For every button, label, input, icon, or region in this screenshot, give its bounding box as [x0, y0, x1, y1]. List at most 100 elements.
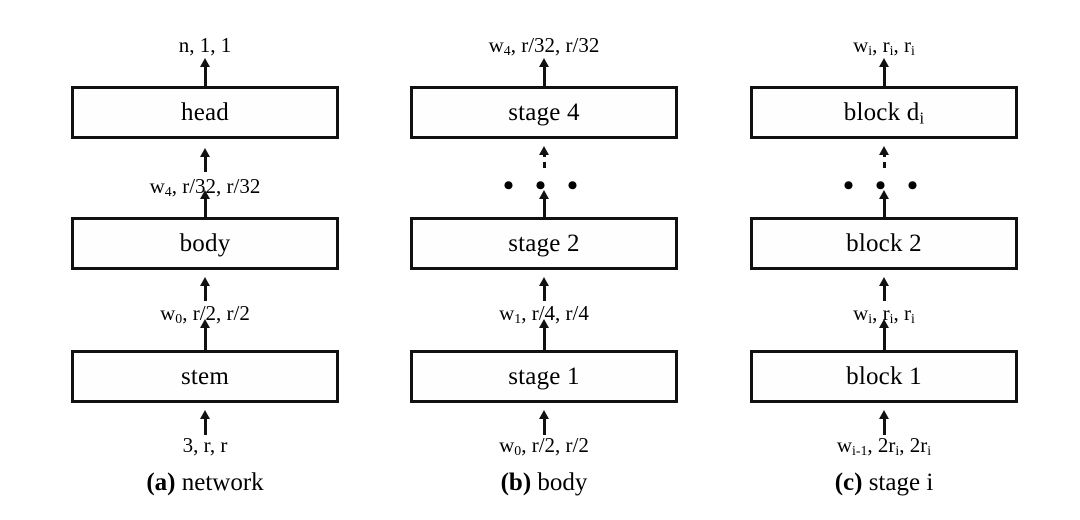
- arrow-out-of-stage-2: [539, 190, 549, 217]
- arrowhead-icon: [200, 148, 210, 157]
- caption-text: body: [537, 469, 588, 496]
- caption-text: stage i: [868, 469, 934, 496]
- arrow-shaft: [543, 63, 546, 86]
- caption-body: (b) body: [374, 470, 714, 495]
- arrow-out-of-stem: [200, 319, 210, 350]
- arrow-shaft: [204, 63, 207, 86]
- input-label-main: w: [836, 433, 853, 457]
- arrowhead-icon: [200, 190, 210, 199]
- arrow-out-of-block-1: [879, 319, 889, 350]
- box-stem-label: stem: [180, 363, 230, 390]
- column-body: w4, r/32, r/32 stage 4 • • • stage 2 w1,…: [374, 0, 714, 520]
- edge-label-end: , r: [893, 301, 912, 325]
- arrowhead-icon: [879, 277, 889, 286]
- box-block-1-label: block 1: [846, 363, 922, 390]
- arrowhead-icon: [200, 410, 210, 419]
- arrow-out-of-block-2: [879, 190, 889, 217]
- box-block-di-label: block di: [843, 99, 925, 128]
- caption-tag: (c): [834, 469, 863, 496]
- edge-label-main: w: [499, 301, 515, 325]
- arrowhead-icon: [879, 58, 889, 67]
- edge-label-block1-to-block2: wi, ri, ri: [714, 301, 1054, 327]
- arrow-head-output: [200, 58, 210, 86]
- box-block-di: block di: [750, 86, 1018, 139]
- arrow-shaft-dashed: [883, 151, 886, 168]
- edge-label-sub: i: [868, 311, 873, 327]
- edge-label-main: w: [149, 174, 165, 198]
- arrow-out-of-stage-1: [539, 319, 549, 350]
- caption-network: (a) network: [35, 470, 375, 495]
- caption-stage-i: (c) stage i: [714, 470, 1054, 495]
- box-block-2: block 2: [750, 217, 1018, 270]
- caption-tag: (a): [146, 469, 176, 496]
- arrow-shaft: [883, 282, 886, 301]
- arrowhead-icon: [539, 190, 549, 199]
- box-stage-4: stage 4: [410, 86, 678, 139]
- input-label-end-sub: i: [927, 443, 932, 459]
- output-label-sub: i: [868, 43, 873, 59]
- box-body-label: body: [179, 230, 231, 257]
- edge-label-sub: 4: [164, 184, 172, 200]
- arrow-into-body: [200, 277, 210, 301]
- arrow-stage4-output: [539, 58, 549, 86]
- column-stage-i: wi, ri, ri block di • • • block 2 wi, ri…: [714, 0, 1054, 520]
- arrow-shaft: [543, 282, 546, 301]
- edge-label-main: w: [853, 301, 869, 325]
- box-stage-2-label: stage 2: [508, 230, 580, 257]
- edge-label-body-to-head: w4, r/32, r/32: [35, 174, 375, 200]
- edge-label-mid-sub: i: [889, 311, 894, 327]
- arrow-shaft: [883, 415, 886, 435]
- input-label-stage-i: wi-1, 2ri, 2ri: [714, 433, 1054, 459]
- arrow-blockdi-output: [879, 58, 889, 86]
- arrowhead-icon: [539, 58, 549, 67]
- edge-label-end-sub: i: [911, 311, 915, 327]
- arrow-shaft: [883, 63, 886, 86]
- arrowhead-icon: [539, 146, 549, 155]
- arrowhead-icon: [200, 319, 210, 328]
- output-label-end-sub: i: [911, 43, 915, 59]
- output-label-sub: 4: [503, 43, 511, 59]
- arrow-into-stage-1: [539, 410, 549, 435]
- arrow-into-stem: [200, 410, 210, 435]
- edge-label-stem-to-body: w0, r/2, r/2: [35, 301, 375, 326]
- arrow-dashed-into-block-di: [879, 146, 889, 168]
- input-label-mid-sub: i: [895, 443, 900, 459]
- arrow-shaft: [204, 153, 207, 172]
- box-block-di-main: block d: [843, 99, 920, 126]
- arrow-shaft: [883, 195, 886, 217]
- arrow-into-block-1: [879, 410, 889, 435]
- caption-text: network: [181, 469, 264, 496]
- edge-label-stage1-to-stage2: w1, r/4, r/4: [374, 301, 714, 326]
- arrow-out-of-body: [200, 190, 210, 217]
- arrow-into-block-2: [879, 277, 889, 301]
- edge-label-rest: , r/32, r/32: [171, 174, 261, 198]
- box-block-di-sub: i: [919, 108, 925, 128]
- output-label-mid-sub: i: [889, 43, 894, 59]
- input-label-rest: , r/2, r/2: [521, 433, 589, 457]
- arrowhead-icon: [879, 319, 889, 328]
- box-stem: stem: [71, 350, 339, 403]
- arrowhead-icon: [539, 277, 549, 286]
- box-head-label: head: [181, 99, 229, 126]
- box-block-1: block 1: [750, 350, 1018, 403]
- output-label-mid: , r: [872, 33, 890, 57]
- arrow-shaft-dashed: [543, 151, 546, 168]
- input-label-sub: i-1: [852, 443, 868, 459]
- output-label-rest: , r/32, r/32: [510, 33, 600, 57]
- box-head: head: [71, 86, 339, 139]
- arrowhead-icon: [879, 146, 889, 155]
- caption-tag: (b): [500, 469, 532, 496]
- arrow-shaft: [204, 282, 207, 301]
- edge-label-main: w: [160, 301, 176, 325]
- arrow-into-head: [200, 148, 210, 172]
- output-label-end: , r: [893, 33, 912, 57]
- arrow-shaft: [204, 324, 207, 350]
- input-label-main: w: [499, 433, 515, 457]
- arrowhead-icon: [539, 319, 549, 328]
- arrow-shaft: [204, 195, 207, 217]
- box-body: body: [71, 217, 339, 270]
- input-label-network-text: 3, r, r: [182, 433, 228, 457]
- column-network: n, 1, 1 head w4, r/32, r/32 body: [35, 0, 375, 520]
- output-label-main: w: [853, 33, 869, 57]
